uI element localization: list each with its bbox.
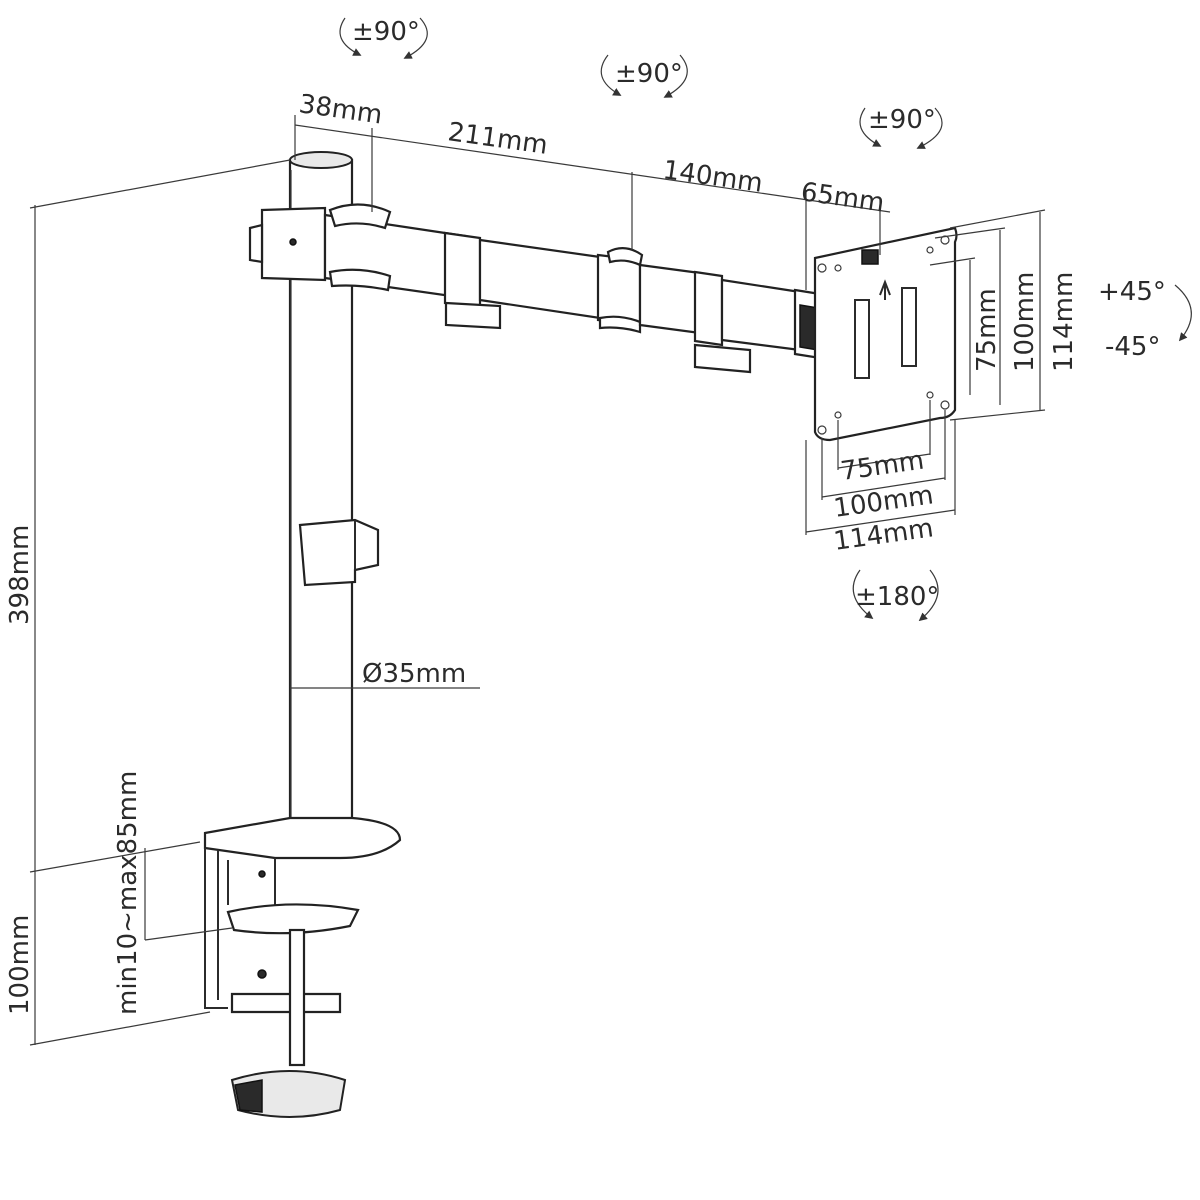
vesa-v100-label: 100mm	[1010, 272, 1040, 372]
arm-seg3-label: 140mm	[661, 155, 764, 199]
vesa-v75-label: 75mm	[972, 288, 1002, 372]
clamp-range-label: min10~max85mm	[113, 771, 143, 1015]
rotation-arrows	[339, 17, 1192, 622]
clamp-height-label: 100mm	[5, 915, 35, 1015]
pole-height-label: 398mm	[5, 525, 35, 625]
tilt-up-label: +45°	[1098, 277, 1166, 307]
rotation-elbow-label: ±90°	[615, 59, 683, 89]
vesa-h75-label: 75mm	[839, 446, 926, 487]
vesa-plate	[813, 226, 958, 442]
arm	[248, 203, 822, 374]
arm-seg1-label: 38mm	[297, 89, 384, 130]
rotation-pole-label: ±90°	[352, 17, 420, 47]
pole-diameter-label: Ø35mm	[362, 659, 466, 689]
dimension-lines	[29, 115, 1046, 1046]
tilt-down-label: -45°	[1105, 332, 1160, 362]
cable-clip	[298, 518, 380, 587]
vesa-v114-label: 114mm	[1049, 272, 1079, 372]
arm-seg4-label: 65mm	[799, 177, 886, 218]
desk-clamp	[203, 816, 402, 1118]
rotation-head-label: ±90°	[868, 105, 936, 135]
plate-rotation-label: ±180°	[855, 582, 939, 612]
